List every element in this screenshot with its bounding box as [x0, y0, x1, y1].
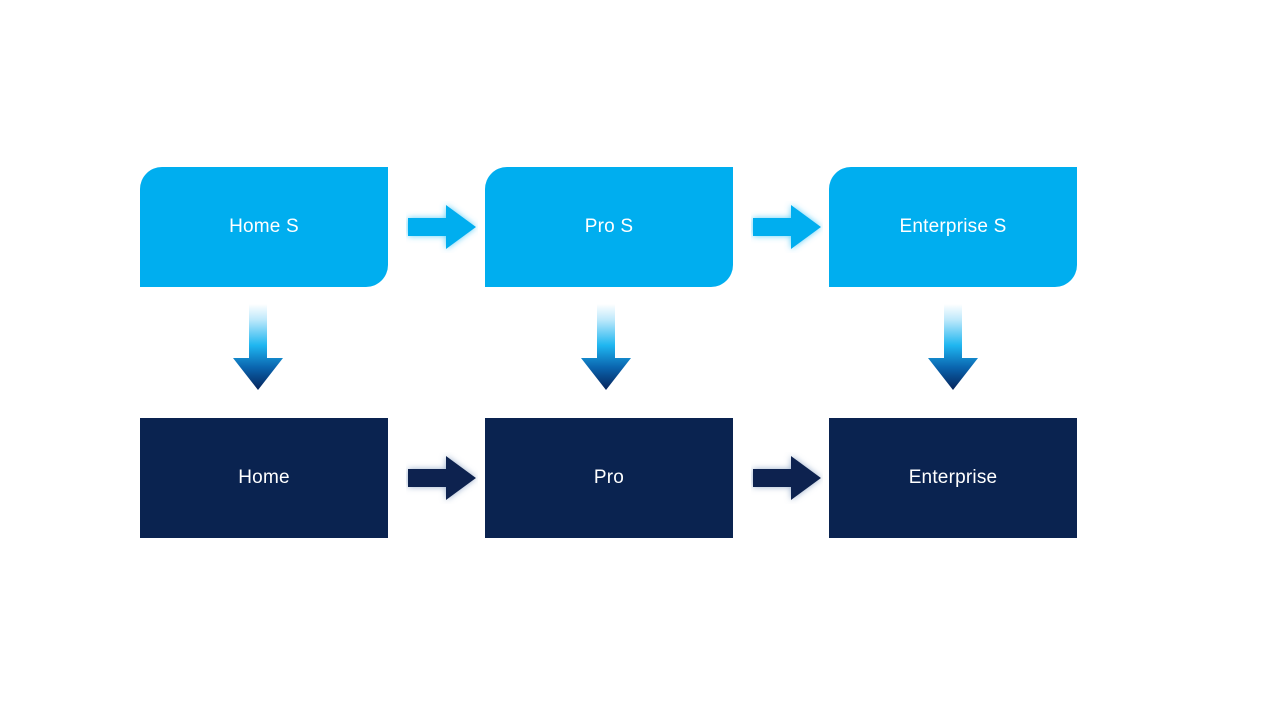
arrow-right-home-s-to-pro-s-icon: [406, 201, 478, 253]
node-pro[interactable]: Pro: [485, 418, 733, 538]
arrow-down-home-s-to-home-icon: [230, 303, 286, 393]
node-enterprise-label: Enterprise: [908, 466, 998, 488]
node-home-s-label: Home S: [229, 215, 299, 237]
node-enterprise[interactable]: Enterprise: [829, 418, 1077, 538]
node-pro-s-label: Pro S: [584, 215, 634, 237]
arrow-right-pro-to-enterprise-icon: [751, 452, 823, 504]
node-pro-s[interactable]: Pro S: [485, 167, 733, 287]
arrow-down-pro-s-to-pro-icon: [578, 303, 634, 393]
arrow-right-home-to-pro-icon: [406, 452, 478, 504]
node-home[interactable]: Home: [140, 418, 388, 538]
node-home-label: Home: [238, 466, 290, 488]
arrow-down-enterprise-s-to-enterprise-icon: [925, 303, 981, 393]
node-pro-label: Pro: [593, 466, 625, 488]
node-home-s[interactable]: Home S: [140, 167, 388, 287]
node-enterprise-s-label: Enterprise S: [899, 215, 1007, 237]
node-enterprise-s[interactable]: Enterprise S: [829, 167, 1077, 287]
arrow-right-pro-s-to-enterprise-s-icon: [751, 201, 823, 253]
